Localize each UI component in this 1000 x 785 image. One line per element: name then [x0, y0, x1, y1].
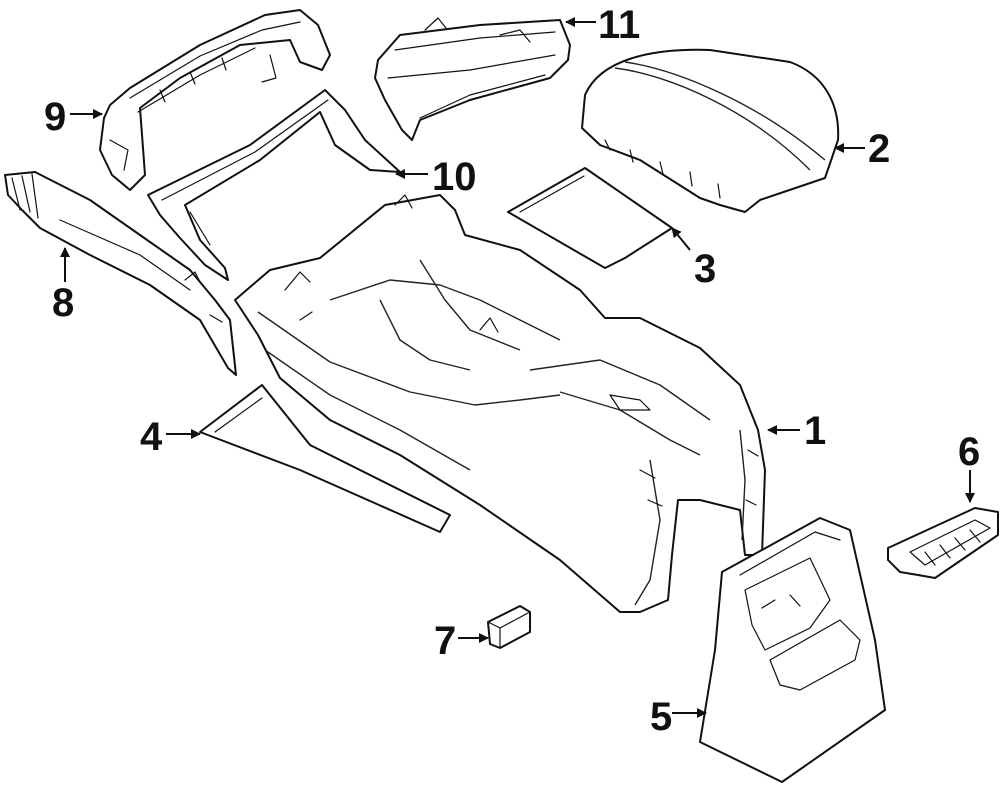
callout-number-6: 6 [958, 430, 980, 474]
callout-10: 10 [395, 155, 477, 199]
callout-number-7: 7 [434, 619, 456, 663]
part-6-vent[interactable] [887, 507, 999, 579]
callout-number-11: 11 [598, 3, 640, 47]
callout-number-9: 9 [44, 95, 66, 139]
part-4-trim-strip[interactable] [199, 384, 451, 533]
callout-1: 1 [767, 409, 826, 453]
callout-9: 9 [44, 95, 103, 139]
callout-6: 6 [958, 430, 980, 503]
part-3-mat[interactable] [507, 167, 673, 269]
callout-number-5: 5 [650, 695, 672, 739]
part-11-storage-bin[interactable] [374, 17, 571, 141]
callout-4: 4 [140, 415, 201, 459]
part-2-armrest-lid[interactable] [581, 48, 840, 213]
callout-number-3: 3 [694, 247, 716, 291]
part-9-bracket[interactable] [99, 9, 331, 191]
part-8-side-panel[interactable] [4, 171, 237, 376]
callout-number-2: 2 [868, 127, 890, 171]
callout-3: 3 [671, 227, 716, 291]
callout-11: 11 [565, 3, 640, 47]
part-5-rear-panel[interactable] [699, 517, 886, 783]
callout-number-10: 10 [432, 155, 477, 199]
callout-8: 8 [52, 247, 74, 325]
callout-number-4: 4 [140, 415, 163, 459]
callout-number-8: 8 [52, 281, 74, 325]
part-1-console-body[interactable] [234, 194, 766, 613]
callout-2: 2 [834, 127, 890, 171]
part-10-trim-bezel[interactable] [147, 89, 401, 281]
callout-5: 5 [650, 695, 707, 739]
callout-number-1: 1 [804, 409, 826, 453]
part-7-clip[interactable] [487, 605, 531, 649]
callout-7: 7 [434, 619, 489, 663]
